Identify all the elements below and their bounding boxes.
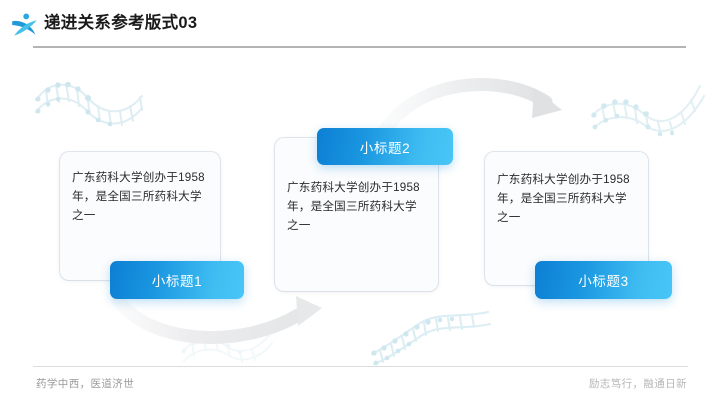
- dna-helix-top-right-icon: [590, 84, 706, 137]
- slide-header: 递进关系参考版式03: [0, 0, 720, 48]
- dna-helix-bottom-left-icon: [181, 333, 273, 363]
- step-label-1-text: 小标题1: [151, 274, 203, 289]
- step-label-2[interactable]: 小标题2: [317, 128, 453, 165]
- step-card-2-body: 广东药科大学创办于1958年，是全国三所药科大学之一: [287, 181, 420, 232]
- dna-helix-top-left-icon: [34, 81, 144, 127]
- step-card-1[interactable]: 广东药科大学创办于1958年，是全国三所药科大学之一: [60, 152, 220, 280]
- step-label-1[interactable]: 小标题1: [110, 261, 244, 299]
- title-divider: [33, 46, 686, 48]
- step-label-3[interactable]: 小标题3: [535, 261, 672, 299]
- step-label-3-text: 小标题3: [578, 274, 629, 289]
- step-label-2-text: 小标题2: [359, 140, 411, 156]
- footer-divider: [33, 366, 688, 367]
- step-card-1-body: 广东药科大学创办于1958年，是全国三所药科大学之一: [72, 171, 205, 222]
- page-title: 递进关系参考版式03: [44, 14, 198, 32]
- footer-slogan-left: 药学中西，医道济世: [36, 378, 135, 390]
- person-swoosh-logo-icon: [12, 13, 37, 36]
- arrow-step2-to-step3: [378, 77, 562, 137]
- arrow-step1-to-step2: [111, 293, 322, 344]
- step-card-3-body: 广东药科大学创办于1958年，是全国三所药科大学之一: [497, 173, 630, 224]
- footer-slogan-right: 励志笃行，融通日新: [588, 378, 687, 390]
